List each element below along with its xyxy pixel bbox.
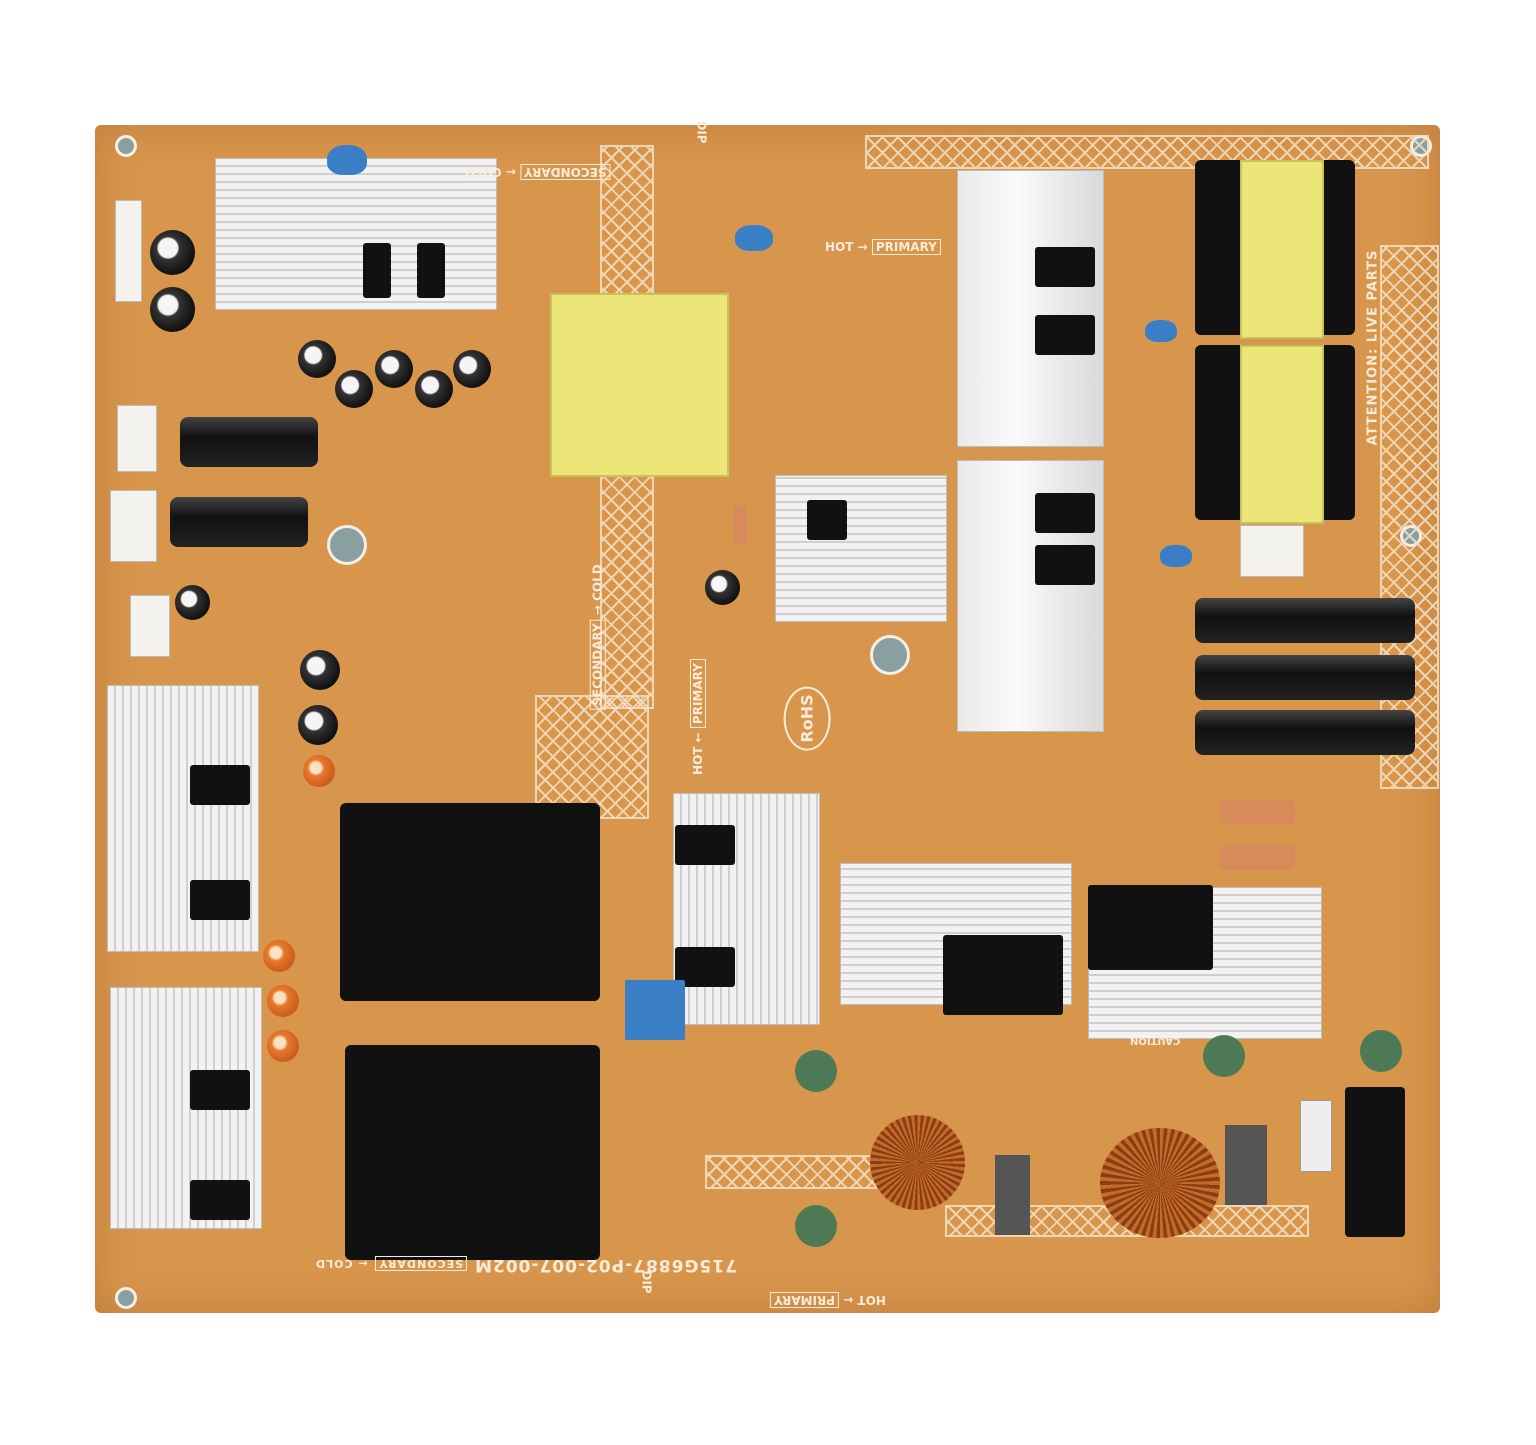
transformer-tape — [1240, 160, 1324, 339]
transformer — [340, 803, 600, 1001]
hot-primary-label-2: HOT ← PRIMARY — [689, 659, 706, 775]
capacitor — [327, 145, 367, 175]
capacitor — [1145, 320, 1177, 342]
capacitor — [415, 370, 453, 408]
transistor — [1035, 493, 1095, 533]
primary-text: PRIMARY — [689, 659, 706, 729]
connector — [117, 405, 157, 472]
capacitor — [175, 585, 210, 620]
electrolytic-capacitor — [1195, 710, 1415, 755]
isolation-zone — [705, 1155, 899, 1189]
transistor — [807, 500, 847, 540]
varistor — [1360, 1030, 1402, 1072]
transistor — [1035, 545, 1095, 585]
capacitor — [298, 705, 338, 745]
transistor — [190, 1070, 250, 1110]
bridge-rectifier — [943, 935, 1063, 1015]
primary-text: PRIMARY — [871, 239, 941, 255]
heatsink — [775, 475, 947, 622]
cold-text: COLD — [590, 564, 605, 601]
transistor — [1035, 315, 1095, 355]
electrolytic-capacitor — [170, 497, 308, 547]
ac-input-connector — [1345, 1087, 1405, 1237]
bridge-rectifier — [1088, 885, 1213, 970]
secondary-text: SECONDARY — [374, 1256, 468, 1271]
capacitor — [705, 570, 740, 605]
secondary-text: SECONDARY — [589, 619, 606, 710]
varistor — [795, 1205, 837, 1247]
transistor — [417, 243, 445, 298]
heatsink — [215, 158, 497, 310]
electrolytic-capacitor — [1195, 655, 1415, 700]
varistor — [795, 1050, 837, 1092]
hot-text: HOT — [690, 746, 705, 775]
capacitor — [453, 350, 491, 388]
connector — [130, 595, 170, 657]
fuse — [1300, 1100, 1332, 1172]
hot-text: HOT — [825, 240, 854, 254]
attention-live-parts-label: ATTENTION: LIVE PARTS — [1365, 249, 1381, 446]
mounting-hole — [870, 635, 910, 675]
cold-text: COLD — [315, 1257, 353, 1270]
isolation-zone — [535, 695, 649, 819]
secondary-cold-label-2: SECONDARY → COLD — [589, 564, 606, 710]
capacitor — [1225, 1125, 1267, 1205]
hot-primary-label: HOT → PRIMARY — [825, 239, 941, 255]
secondary-text: SECONDARY — [520, 164, 611, 180]
connector — [110, 490, 157, 562]
isolation-zone — [1380, 245, 1439, 789]
mounting-hole — [115, 1287, 137, 1309]
cold-text: COLD — [465, 165, 502, 179]
rohs-label: RoHS — [783, 686, 831, 751]
secondary-cold-label: SECONDARY ← COLD — [465, 164, 611, 180]
heatsink — [957, 170, 1104, 447]
electrolytic-capacitor — [180, 417, 318, 467]
capacitor — [625, 980, 685, 1040]
caution-label: CAUTION — [1130, 1035, 1181, 1046]
transistor — [190, 880, 250, 920]
common-mode-choke — [1100, 1128, 1220, 1238]
varistor — [1203, 1035, 1245, 1077]
capacitor — [303, 755, 335, 787]
transformer — [550, 293, 729, 477]
transistor — [675, 825, 735, 865]
transformer — [345, 1045, 600, 1260]
capacitor — [150, 230, 195, 275]
dip-label: DIP — [639, 1270, 654, 1294]
part-number-label: 715G6887-P02-007-002M — [474, 1255, 737, 1275]
hot-text: HOT — [857, 1293, 886, 1307]
capacitor — [267, 1030, 299, 1062]
capacitor — [1160, 545, 1192, 567]
transistor — [1035, 247, 1095, 287]
mounting-hole — [115, 135, 137, 157]
common-mode-choke — [870, 1115, 965, 1210]
capacitor — [298, 340, 336, 378]
pcb-board: SECONDARY ← COLD HOT → PRIMARY SECONDARY… — [95, 120, 1440, 1313]
capacitor — [375, 350, 413, 388]
capacitor — [150, 287, 195, 332]
capacitor — [995, 1155, 1030, 1235]
capacitor — [300, 650, 340, 690]
connector — [115, 200, 142, 302]
dip-label-top: DIP — [694, 120, 709, 144]
mounting-hole — [327, 525, 367, 565]
part-number-row: 715G6887-P02-007-002M SECONDARY ← COLD — [315, 1255, 737, 1275]
capacitor — [735, 225, 773, 251]
resistor — [733, 505, 747, 545]
transistor — [363, 243, 391, 298]
transistor — [675, 947, 735, 987]
capacitor — [335, 370, 373, 408]
capacitor — [267, 985, 299, 1017]
transistor — [190, 765, 250, 805]
primary-text: PRIMARY — [770, 1292, 840, 1308]
capacitor-x2 — [1220, 800, 1295, 825]
transistor — [190, 1180, 250, 1220]
capacitor — [263, 940, 295, 972]
capacitor-x2 — [1220, 845, 1295, 870]
transformer-tape — [1240, 345, 1324, 524]
connector — [1240, 525, 1304, 577]
electrolytic-capacitor — [1195, 598, 1415, 643]
hot-primary-label-3: HOT ← PRIMARY — [770, 1292, 886, 1308]
